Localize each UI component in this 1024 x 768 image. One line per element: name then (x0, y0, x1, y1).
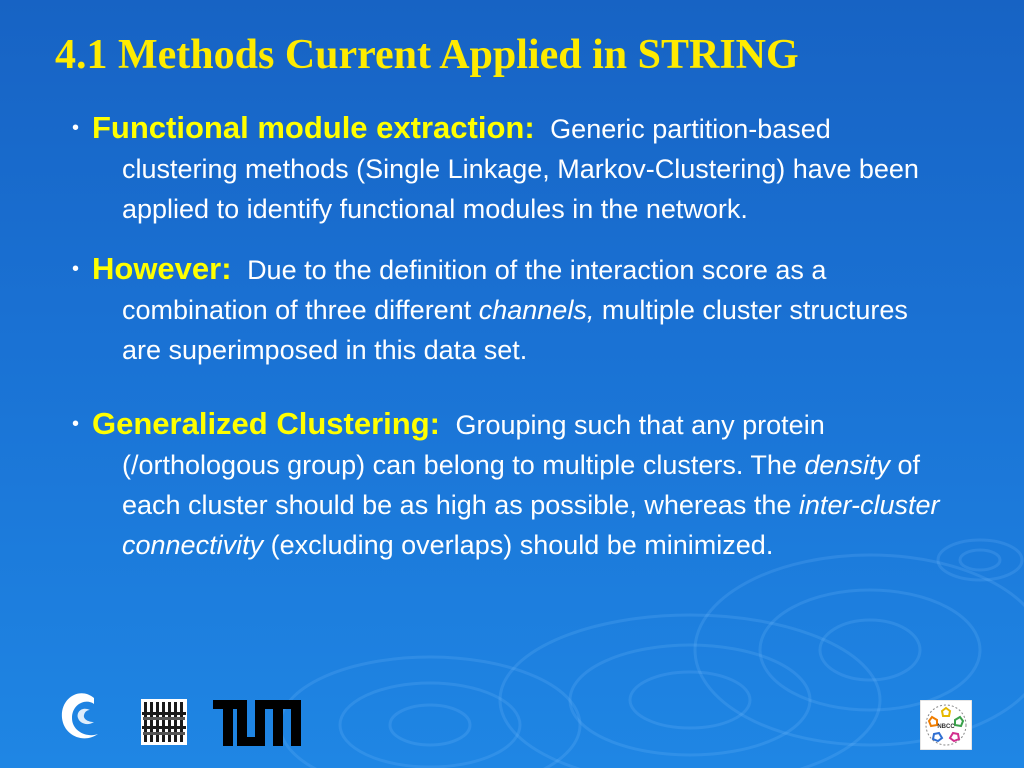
bullet-text: multiple cluster structures are superimp… (122, 295, 908, 365)
bullet-icon: • (72, 258, 80, 280)
tum-text: TUM (258, 729, 260, 731)
bullet-functional-module: • Functional module extraction: Generic … (72, 108, 952, 229)
bullet-emphasis: density (804, 450, 890, 480)
bullet-icon: • (72, 117, 80, 139)
bullet-lead: Functional module extraction: (92, 110, 535, 145)
nbcc-logo: NBCC (920, 700, 972, 750)
bullet-text: of each cluster should be as high as pos… (122, 450, 920, 520)
swirl-logo (61, 693, 98, 739)
bullet-however: • However: Due to the definition of the … (72, 249, 952, 370)
bullet-text: Generic partition-based clustering metho… (122, 114, 919, 224)
slide-title: 4.1 Methods Current Applied in STRING (55, 32, 799, 78)
bullet-emphasis: inter-cluster connectivity (122, 490, 940, 560)
bullet-emphasis: channels, (478, 295, 595, 325)
tum-logo: TUM (213, 700, 301, 746)
bullet-text: Grouping such that any protein (/ortholo… (122, 410, 825, 480)
bullet-generalized-clustering: • Generalized Clustering: Grouping such … (72, 404, 952, 565)
bullet-lead: Generalized Clustering: (92, 406, 440, 441)
bullet-text: (excluding overlaps) should be minimized… (263, 530, 774, 560)
nbcc-text: NBCC (937, 724, 955, 730)
bullet-list: • Functional module extraction: Generic … (72, 108, 952, 565)
bullet-text: Due to the definition of the interaction… (122, 255, 827, 325)
bullet-icon: • (72, 413, 80, 435)
abacus-logo (141, 699, 187, 745)
bullet-lead: However: (92, 251, 232, 286)
